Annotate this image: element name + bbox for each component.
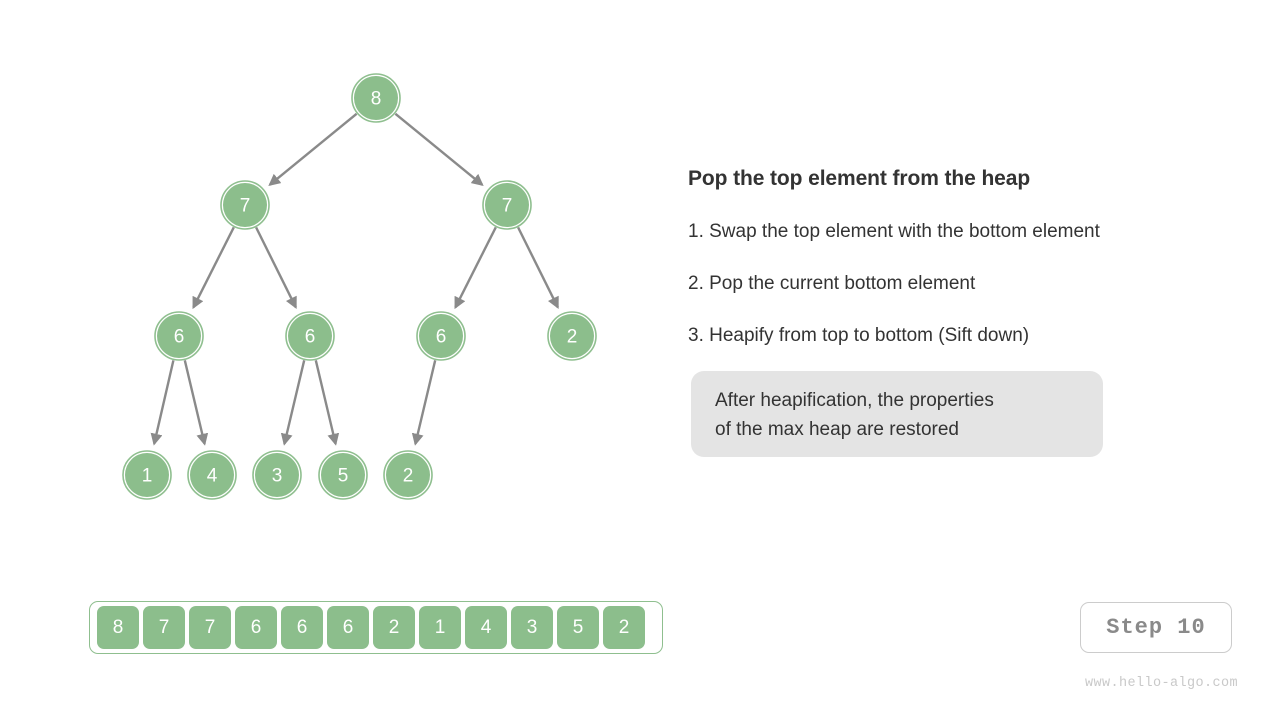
tree-edge	[268, 112, 358, 187]
tree-node-disc	[255, 453, 299, 497]
array-cell: 8	[97, 606, 139, 649]
tree-node-label: 7	[240, 196, 251, 217]
tree-edges	[150, 112, 559, 446]
tree-node: 1	[122, 450, 172, 500]
array-cell: 3	[511, 606, 553, 649]
instruction-step-3: 3. Heapify from top to bottom (Sift down…	[688, 324, 1030, 346]
tree-edge	[517, 226, 559, 310]
tree-node-disc	[354, 76, 398, 120]
tree-node-disc	[419, 314, 463, 358]
tree-node-label: 2	[403, 466, 414, 487]
status-badge: Step 10	[1080, 602, 1232, 653]
tree-node-label: 6	[305, 327, 316, 348]
tree-edge	[394, 112, 484, 187]
tree-edge	[192, 226, 235, 310]
tree-node-disc	[550, 314, 594, 358]
tree-node-label: 1	[142, 466, 153, 487]
tree-node-disc	[485, 183, 529, 227]
tree-edge	[280, 360, 306, 446]
tree-edge	[150, 360, 175, 446]
tree-edge	[454, 226, 497, 310]
tree-node: 8	[351, 73, 401, 123]
callout-text: After heapification, the properties of t…	[715, 390, 994, 440]
tree-edge	[411, 360, 437, 446]
tree-node-label: 8	[371, 89, 382, 110]
tree-node-label: 4	[207, 466, 218, 487]
tree-node-disc	[223, 183, 267, 227]
tree-node: 7	[220, 180, 270, 230]
tree-node-disc	[288, 314, 332, 358]
callout-box: After heapification, the properties of t…	[691, 371, 1103, 457]
watermark: www.hello-algo.com	[1084, 676, 1238, 691]
instruction-panel: Pop the top element from the heap 1. Swa…	[688, 160, 1248, 348]
array-cell: 2	[603, 606, 645, 649]
tree-node-disc	[321, 453, 365, 497]
array-cell: 7	[143, 606, 185, 649]
tree-node: 2	[383, 450, 433, 500]
array-cell: 6	[281, 606, 323, 649]
array-cell: 5	[557, 606, 599, 649]
array-cell: 2	[373, 606, 415, 649]
tree-node-disc	[190, 453, 234, 497]
array-cell: 1	[419, 606, 461, 649]
tree-node-label: 5	[338, 466, 349, 487]
tree-node-disc	[125, 453, 169, 497]
tree-node: 6	[416, 311, 466, 361]
tree-edge	[255, 226, 297, 310]
tree-node-label: 6	[174, 327, 185, 348]
tree-node: 3	[252, 450, 302, 500]
instruction-step-2: 2. Pop the current bottom element	[688, 272, 976, 294]
array-cell: 6	[235, 606, 277, 649]
page-title: Pop the top element from the heap	[688, 167, 1031, 190]
tree-node: 7	[482, 180, 532, 230]
tree-node-label: 6	[436, 327, 447, 348]
tree-edge	[314, 360, 340, 446]
tree-node-label: 2	[567, 327, 578, 348]
tree-node: 6	[154, 311, 204, 361]
tree-nodes: 8 7 7 6 6 6 2 1 4 3 5 2	[122, 73, 597, 500]
array-cell: 6	[327, 606, 369, 649]
tree-node: 6	[285, 311, 335, 361]
heap-tree-panel: 8 7 7 6 6 6 2 1 4 3 5 2	[0, 0, 680, 560]
tree-node-disc	[157, 314, 201, 358]
tree-node: 5	[318, 450, 368, 500]
array-cell: 7	[189, 606, 231, 649]
tree-node-disc	[386, 453, 430, 497]
tree-edge	[183, 360, 209, 446]
instruction-step-1: 1. Swap the top element with the bottom …	[688, 221, 1100, 243]
tree-node-label: 3	[272, 466, 283, 487]
array-cell: 4	[465, 606, 507, 649]
tree-node: 2	[547, 311, 597, 361]
tree-node-label: 7	[502, 196, 513, 217]
heap-tree-svg: 8 7 7 6 6 6 2 1 4 3 5 2	[122, 73, 597, 500]
tree-node: 4	[187, 450, 237, 500]
